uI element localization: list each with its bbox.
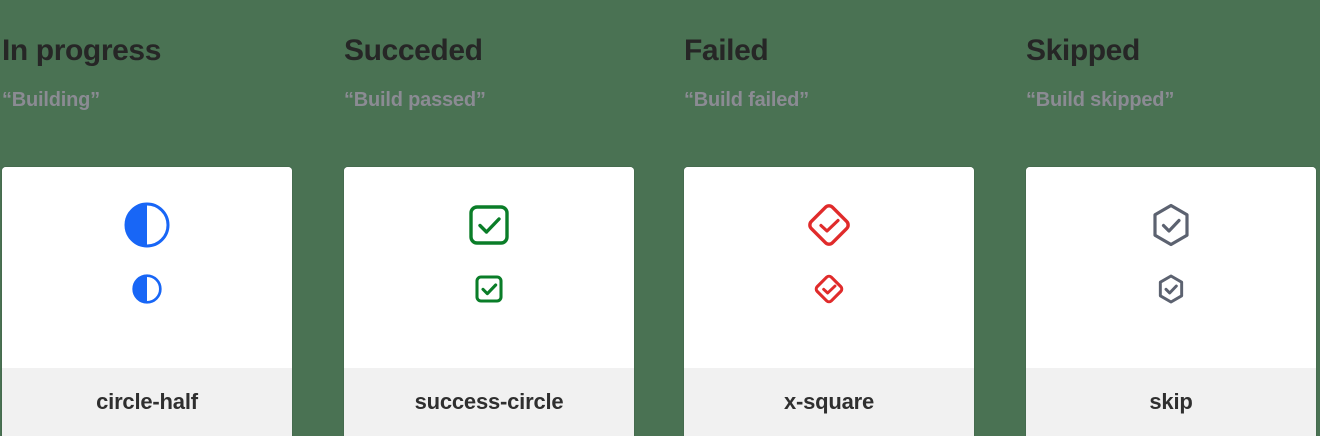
column-title: In progress [2, 34, 161, 67]
icon-card[interactable]: success-circle [344, 167, 634, 436]
icon-card[interactable]: x-square [684, 167, 974, 436]
success-circle-icon [475, 275, 503, 303]
circle-half-icon [124, 202, 170, 248]
column-subtitle: “Build passed” [344, 89, 486, 111]
icon-name-label: skip [1026, 368, 1316, 436]
icon-name-label: x-square [684, 368, 974, 436]
icon-card[interactable]: skip [1026, 167, 1316, 436]
status-column-in-progress: In progress “Building” circle-half [2, 0, 292, 436]
status-column-skipped: Skipped “Build skipped” skip [1026, 0, 1316, 436]
icon-preview [1026, 167, 1316, 368]
x-square-icon [814, 274, 844, 304]
column-subtitle: “Build skipped” [1026, 89, 1175, 111]
icon-name-label: success-circle [344, 368, 634, 436]
column-title: Failed [684, 34, 769, 67]
skip-icon [1158, 274, 1184, 304]
status-column-succeded: Succeded “Build passed” success-circle [344, 0, 634, 436]
icon-name-label: circle-half [2, 368, 292, 436]
icon-card[interactable]: circle-half [2, 167, 292, 436]
column-subtitle: “Build failed” [684, 89, 809, 111]
column-subtitle: “Building” [2, 89, 100, 111]
circle-half-icon [132, 274, 162, 304]
column-title: Succeded [344, 34, 483, 67]
column-title: Skipped [1026, 34, 1140, 67]
success-circle-icon [469, 205, 509, 245]
icon-preview [344, 167, 634, 368]
skip-icon [1153, 203, 1189, 247]
icon-preview [2, 167, 292, 368]
icon-preview [684, 167, 974, 368]
status-column-failed: Failed “Build failed” x-square [684, 0, 974, 436]
x-square-icon [808, 204, 850, 246]
